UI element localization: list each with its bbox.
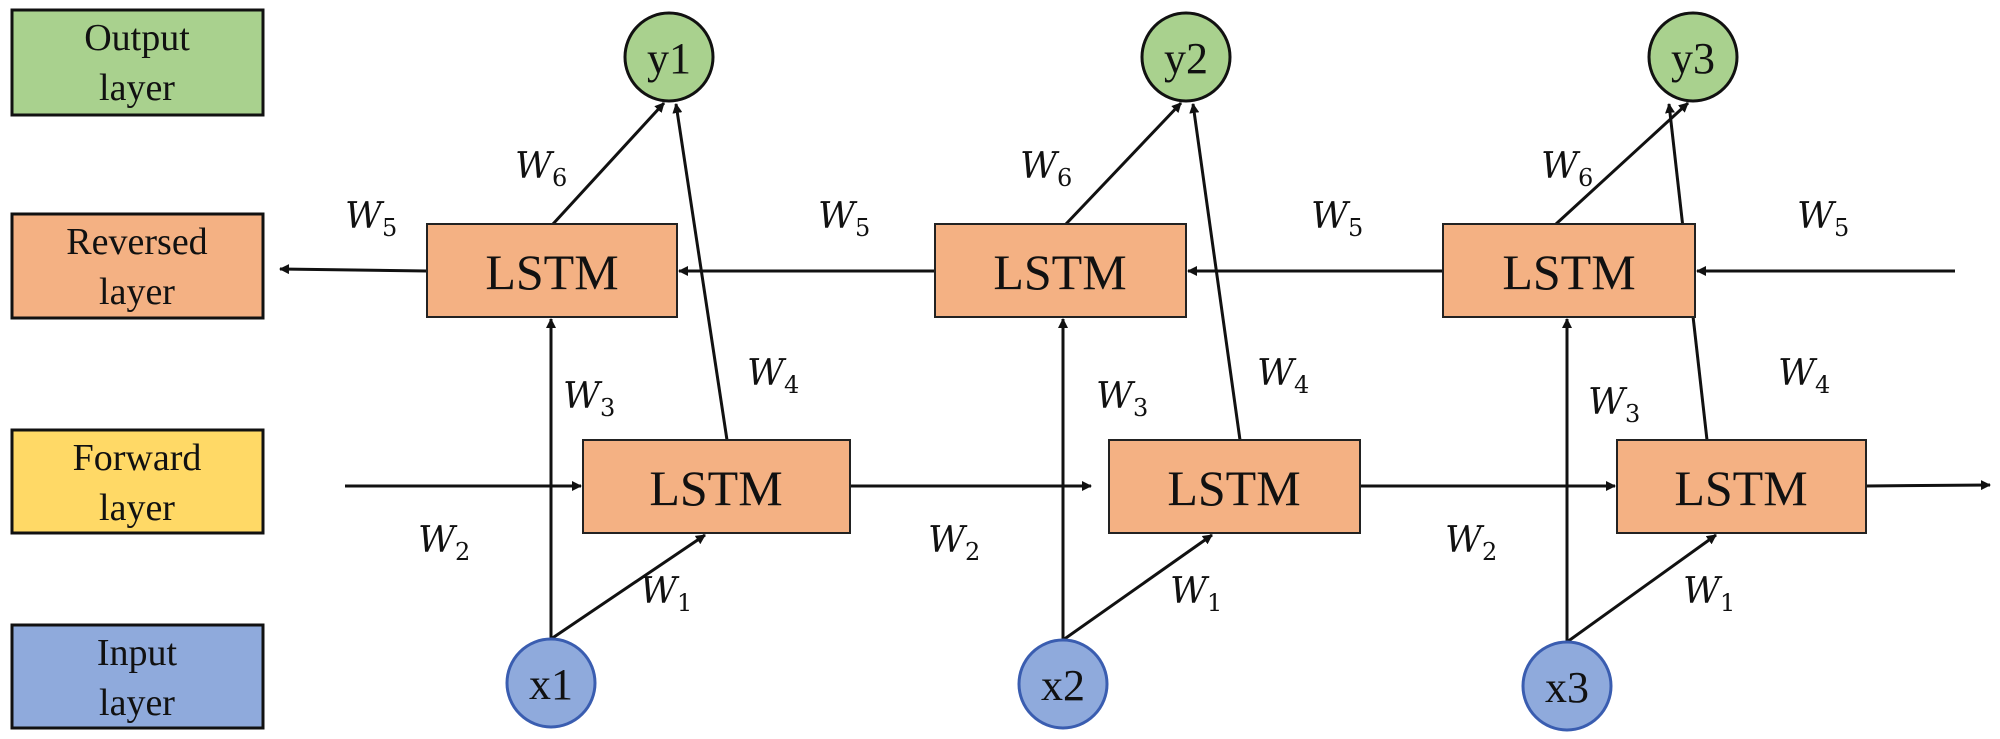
legend-reversed-layer: Reversed layer <box>10 212 265 320</box>
weight-label-w4: W4 <box>1257 353 1309 399</box>
reversed-lstm-2: LSTM <box>934 223 1187 318</box>
reversed-lstm-2-label: LSTM <box>993 244 1126 300</box>
reversed-lstm-3-label: LSTM <box>1502 244 1635 300</box>
output-node-y1-circle <box>623 11 715 103</box>
forward2-to-y2-arrow <box>1189 103 1242 441</box>
input-node-x3-circle <box>1521 640 1613 732</box>
forward1-to-y1-arrow <box>672 103 729 441</box>
legend-output-line2: layer <box>99 67 175 109</box>
weight-label-w6: W6 <box>1020 146 1072 192</box>
reversed-lstm-1: LSTM <box>426 223 678 318</box>
legend-forward-line2: layer <box>99 487 175 529</box>
forward-lstm-2: LSTM <box>1108 439 1361 534</box>
weight-label-w5: W5 <box>1311 196 1363 242</box>
weight-label-w2: W2 <box>928 520 980 566</box>
reversed-lstm-3-box <box>1442 223 1696 318</box>
input-node-x1-label: x1 <box>529 660 573 709</box>
output-node-y3-circle <box>1647 11 1739 103</box>
input-node-x1-circle <box>505 637 597 729</box>
legend-input-line1: Input <box>97 632 178 674</box>
weight-label-w2: W2 <box>418 520 470 566</box>
forward-lstm-1-box <box>582 439 851 534</box>
input-node-x3: x3 <box>1521 640 1613 732</box>
weight-label-w1: W1 <box>1170 571 1222 617</box>
legend-output-box <box>10 8 265 117</box>
x2-to-forward-arrow <box>1062 533 1213 642</box>
reversed-out-arrow <box>279 264 428 275</box>
input-node-x2-label: x2 <box>1041 661 1085 710</box>
reversed-lstm-3: LSTM <box>1442 223 1696 318</box>
weight-label-w6: W6 <box>1541 146 1593 192</box>
input-node-x2: x2 <box>1017 638 1109 730</box>
weight-label-w4: W4 <box>1778 353 1830 399</box>
weight-label-w4: W4 <box>747 353 799 399</box>
legend-forward-line1: Forward <box>73 437 202 479</box>
input-node-x2-circle <box>1017 638 1109 730</box>
forward-lstm-2-label: LSTM <box>1167 460 1300 516</box>
legend-output-layer: Output layer <box>10 8 265 117</box>
output-node-y2-label: y2 <box>1164 34 1208 83</box>
weight-label-w1: W1 <box>1683 571 1735 617</box>
weight-label-w3: W3 <box>1588 382 1640 428</box>
output-node-y2: y2 <box>1140 11 1232 103</box>
legend-forward-layer: Forward layer <box>10 428 265 535</box>
weight-label-w2: W2 <box>1445 520 1497 566</box>
weight-label-w5: W5 <box>818 196 870 242</box>
legend-input-box <box>10 623 265 730</box>
legend-reversed-line2: layer <box>99 271 175 313</box>
weight-label-w5: W5 <box>1797 196 1849 242</box>
forward-lstm-3-label: LSTM <box>1674 460 1807 516</box>
legend-reversed-box <box>10 212 265 320</box>
weight-label-w3: W3 <box>1096 376 1148 422</box>
weight-label-w5: W5 <box>345 196 397 242</box>
output-node-y1-label: y1 <box>647 34 691 83</box>
reversed3-to-y3-arrow <box>1554 101 1690 226</box>
input-node-x3-label: x3 <box>1545 663 1589 712</box>
output-node-y2-circle <box>1140 11 1232 103</box>
forward-lstm-2-box <box>1108 439 1361 534</box>
weight-label-w6: W6 <box>515 146 567 192</box>
reversed-lstm-1-label: LSTM <box>485 244 618 300</box>
legend-reversed-line1: Reversed <box>66 221 207 263</box>
legend-output-line1: Output <box>84 17 190 59</box>
forward-lstm-3: LSTM <box>1616 439 1867 534</box>
legend-input-line2: layer <box>99 682 175 724</box>
reversed-lstm-1-box <box>426 223 678 318</box>
reversed-lstm-2-box <box>934 223 1187 318</box>
forward-lstm-1-label: LSTM <box>649 460 782 516</box>
x1-to-forward-arrow <box>550 533 706 641</box>
legend-input-layer: Input layer <box>10 623 265 730</box>
forward-lstm-1: LSTM <box>582 439 851 534</box>
input-node-x1: x1 <box>505 637 597 729</box>
legend-forward-box <box>10 428 265 535</box>
weight-label-w1: W1 <box>640 571 692 617</box>
output-node-y1: y1 <box>623 11 715 103</box>
reversed2-to-y2-arrow <box>1064 101 1183 226</box>
output-node-y3-label: y3 <box>1671 34 1715 83</box>
forward-out-arrow <box>1865 480 1991 491</box>
reversed1-to-y1-arrow <box>551 101 666 226</box>
forward-lstm-3-box <box>1616 439 1867 534</box>
output-node-y3: y3 <box>1647 11 1739 103</box>
x3-to-forward-arrow <box>1566 533 1717 644</box>
weight-label-w3: W3 <box>563 376 615 422</box>
